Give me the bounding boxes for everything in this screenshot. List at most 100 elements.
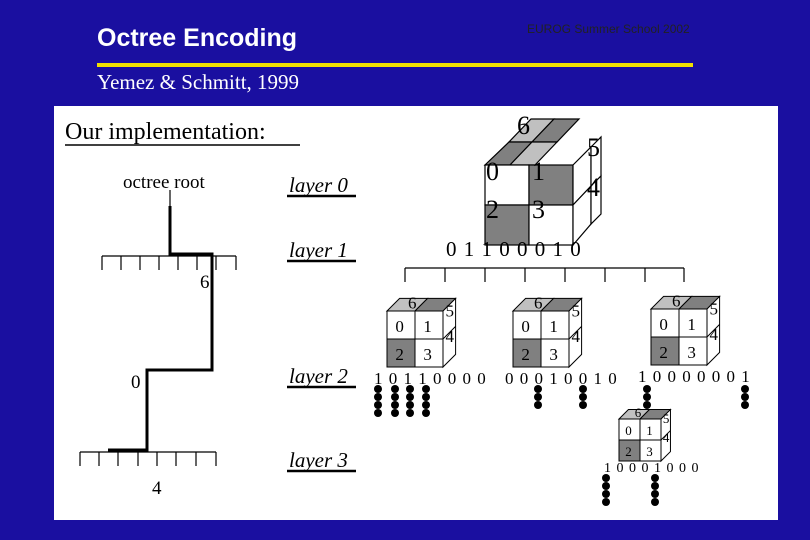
layer2-bits-b: 0 0 0 1 0 0 1 0 [505,369,618,388]
child-cube-b-label-6: 6 [534,293,543,312]
header-note: EUROG Summer School 2002 [527,22,690,36]
root-cube-label-6: 6 [517,111,530,140]
continuation-dot [643,393,651,401]
layer3-fan [79,451,217,466]
child-cube-c-label-4: 4 [710,325,719,344]
grandchild-cube-label-5: 5 [663,411,670,426]
grandchild-cube-label-4: 4 [663,430,670,445]
path-label-6: 6 [200,272,210,293]
continuation-dot [651,474,659,482]
child-cube-b-label-2: 2 [521,345,530,364]
continuation-dot [374,409,382,417]
child-cube-a-label-2: 2 [395,345,404,364]
continuation-dot [579,393,587,401]
continuation-dots [374,385,749,506]
continuation-dot [602,474,610,482]
octree-path [108,190,214,452]
layer1-child-fan [404,267,685,282]
root-cube-label-0: 0 [486,157,499,186]
child-cube-b-label-0: 0 [521,317,530,336]
continuation-dot [534,393,542,401]
root-bit-string: 0 1 1 0 0 0 1 0 [446,237,582,261]
child-cube-c-label-2: 2 [659,343,668,362]
continuation-dot [579,385,587,393]
child-cube-a-label-3: 3 [423,345,432,364]
layer-1-label: layer 1 [289,238,348,262]
layer-3-label: layer 3 [289,448,348,472]
continuation-dot [406,385,414,393]
panel-heading: Our implementation: [65,119,266,145]
continuation-dot [374,385,382,393]
grandchild-cube-label-1: 1 [646,423,653,438]
continuation-dot [406,393,414,401]
root-cube-label-5: 5 [587,133,600,162]
continuation-dot [422,385,430,393]
layer-2-label: layer 2 [289,364,348,388]
path-label-4: 4 [152,478,162,499]
grandchild-cube-label-6: 6 [635,405,642,420]
continuation-dot [391,409,399,417]
octree-diagram: Our implementation: octree root 6 0 4 la… [65,111,751,506]
child-cube-c-label-5: 5 [710,300,719,319]
layer-0-label: layer 0 [289,173,348,197]
octree-root-label: octree root [123,172,205,193]
child-cube-a-label-0: 0 [395,317,404,336]
layer1-fan [101,255,237,270]
root-cube-label-4: 4 [587,173,600,202]
continuation-dot [579,401,587,409]
grandchild-cube-label-0: 0 [625,423,632,438]
continuation-dot [422,401,430,409]
continuation-dot [534,385,542,393]
continuation-dot [651,490,659,498]
child-cube-a-label-1: 1 [423,317,432,336]
child-cube-b-label-5: 5 [572,302,581,321]
continuation-dot [391,401,399,409]
child-cube-a-label-6: 6 [408,293,417,312]
continuation-dot [534,401,542,409]
continuation-dot [406,401,414,409]
continuation-dot [374,393,382,401]
continuation-dot [651,498,659,506]
continuation-dot [741,385,749,393]
layer2-bits-c: 1 0 0 0 0 0 0 1 [638,367,751,386]
grandchild-cube-label-3: 3 [646,444,653,459]
child-cube-c-label-6: 6 [672,291,681,310]
continuation-dot [422,393,430,401]
continuation-dot [741,393,749,401]
continuation-dot [643,401,651,409]
continuation-dot [391,393,399,401]
continuation-dot [391,385,399,393]
layer3-bits: 1 0 0 0 1 0 0 0 [604,461,700,476]
continuation-dot [741,401,749,409]
root-cube-label-2: 2 [486,195,499,224]
continuation-dot [374,401,382,409]
grandchild-cube-label-2: 2 [625,444,632,459]
child-cube-c-label-1: 1 [687,315,696,334]
continuation-dot [643,385,651,393]
root-cube-label-3: 3 [532,195,545,224]
slide-title: Octree Encoding [97,24,298,52]
child-cube-b-label-3: 3 [549,345,558,364]
continuation-dot [651,482,659,490]
path-label-0: 0 [131,372,141,393]
title-rule [97,63,693,67]
root-cube-label-1: 1 [532,157,545,186]
layer2-bits-a: 1 0 1 1 0 0 0 0 [374,369,487,388]
continuation-dot [422,409,430,417]
layer-underlines [287,194,356,473]
child-cube-b-label-4: 4 [572,327,581,346]
continuation-dot [602,498,610,506]
root-cube [483,118,602,247]
continuation-dot [602,482,610,490]
child-cube-c-label-3: 3 [687,343,696,362]
continuation-dot [602,490,610,498]
continuation-dot [406,409,414,417]
child-cube-a-label-5: 5 [446,302,455,321]
child-cube-b-label-1: 1 [549,317,558,336]
diagram-panel: Our implementation: octree root 6 0 4 la… [54,106,778,520]
child-cube-a-label-4: 4 [446,327,455,346]
